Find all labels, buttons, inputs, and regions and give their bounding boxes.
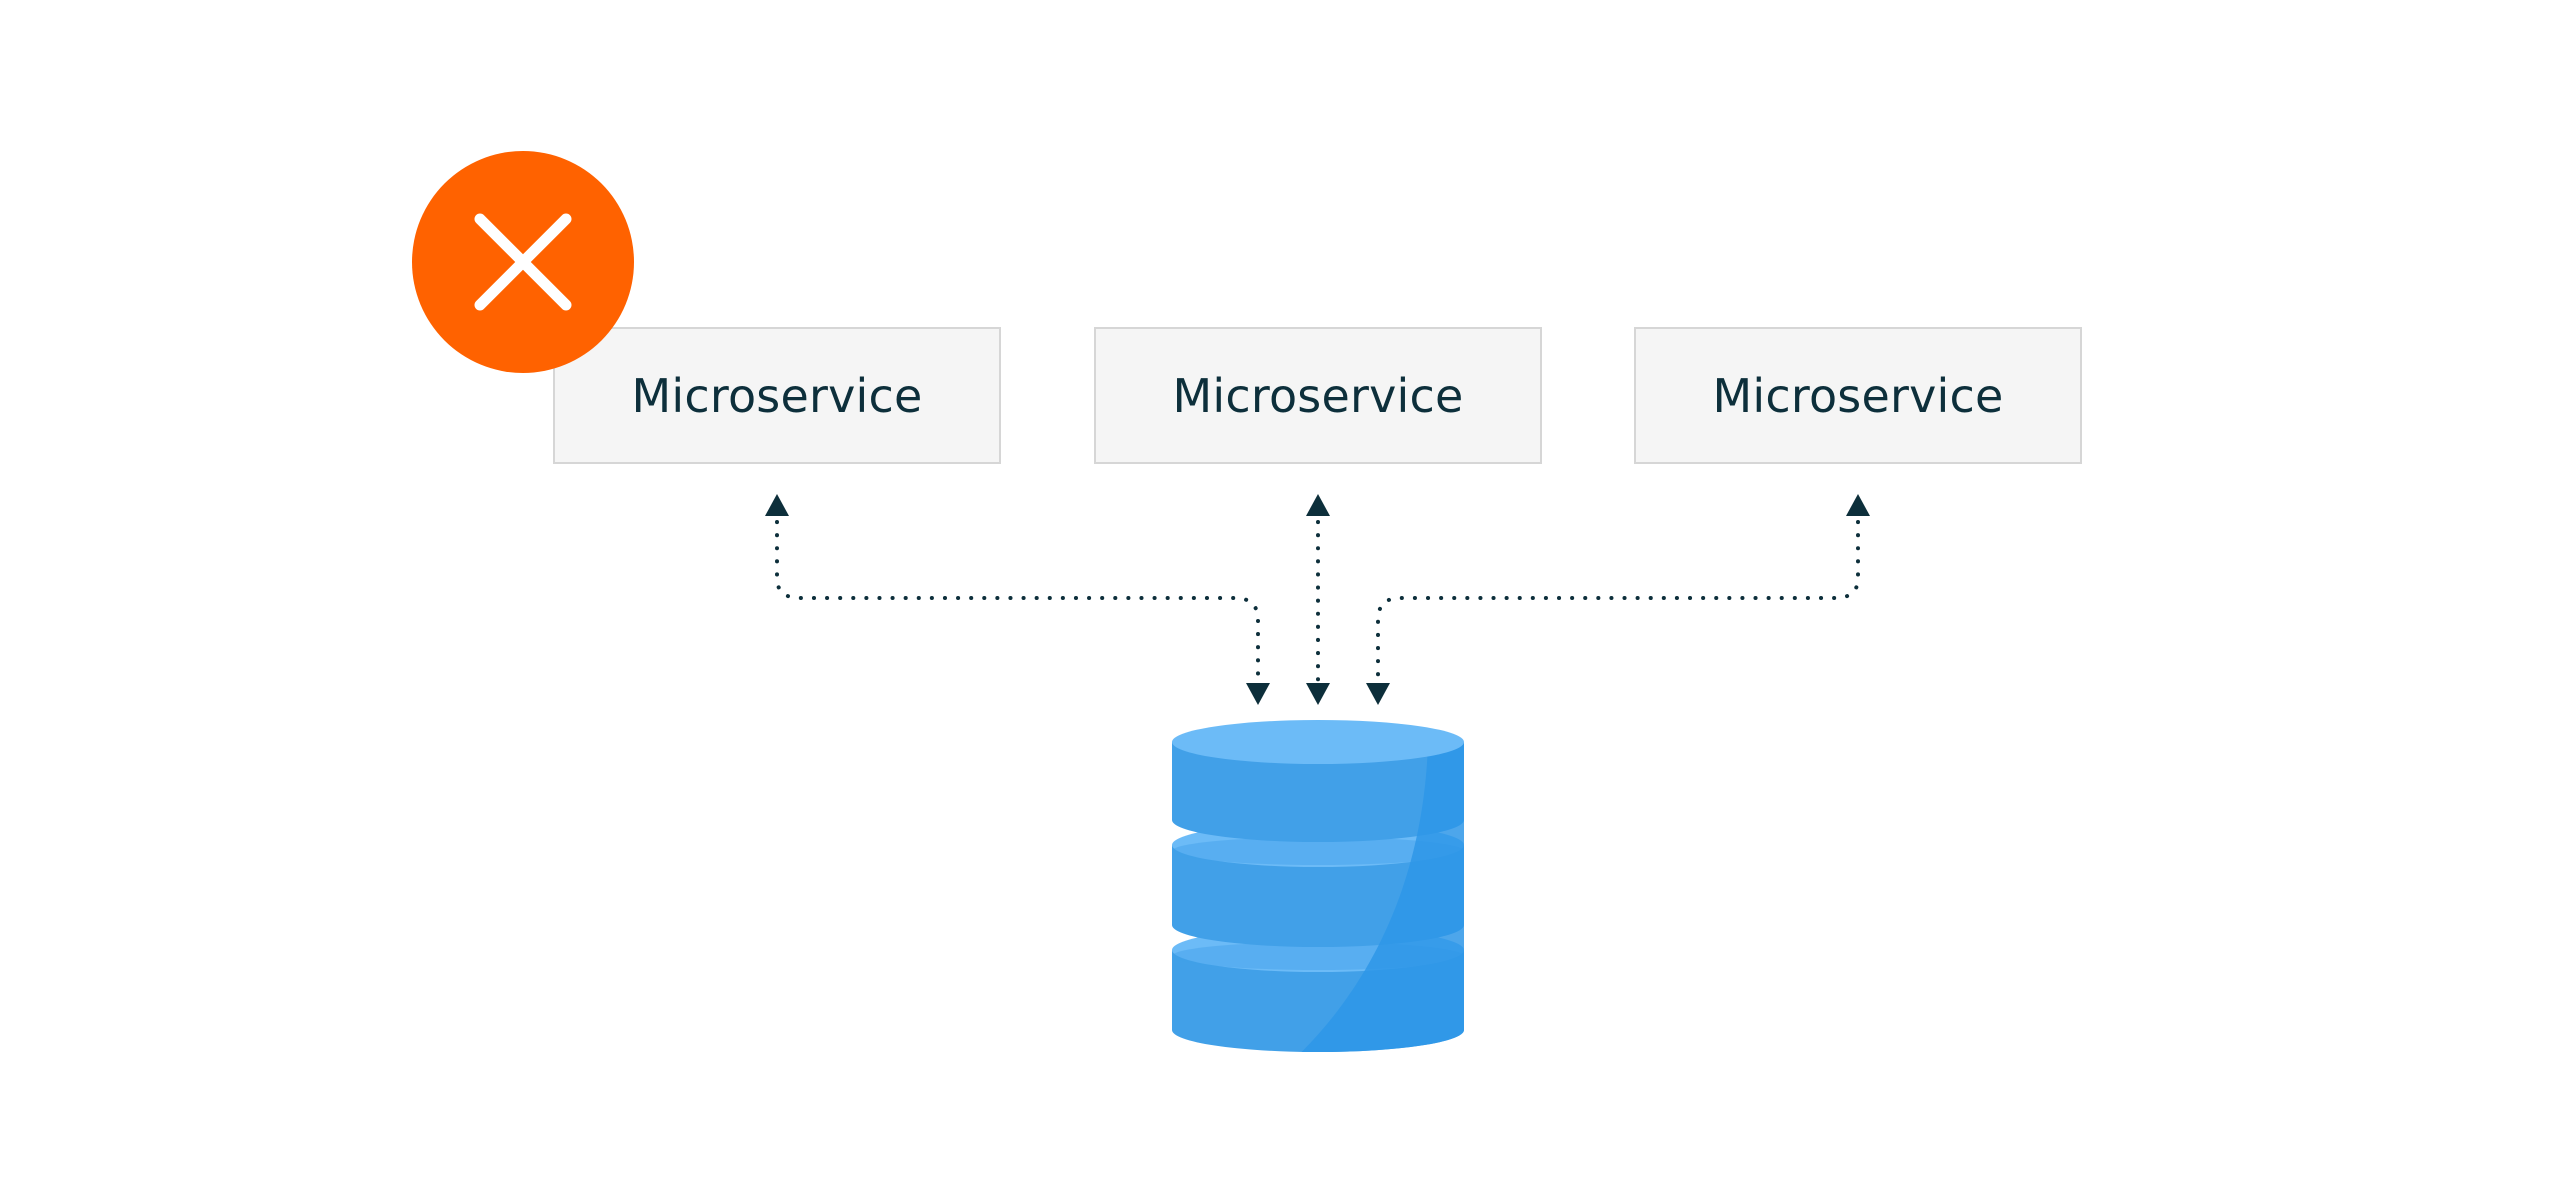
microservice-label: Microservice (631, 368, 923, 423)
arrowhead-up-left (765, 494, 789, 516)
arrowhead-down-left (1246, 683, 1270, 705)
connector-right (1376, 520, 1860, 682)
microservice-box-2: Microservice (1094, 327, 1542, 464)
arrowhead-up-right (1846, 494, 1870, 516)
close-icon (412, 151, 634, 373)
connector-left (775, 520, 1260, 682)
database-icon (1172, 720, 1464, 1052)
arrowhead-down-right (1366, 683, 1390, 705)
arrowhead-down-middle (1306, 683, 1330, 705)
microservice-label: Microservice (1172, 368, 1464, 423)
arrowhead-up-middle (1306, 494, 1330, 516)
microservice-box-3: Microservice (1634, 327, 2082, 464)
microservice-box-1: Microservice (553, 327, 1001, 464)
microservice-label: Microservice (1712, 368, 2004, 423)
